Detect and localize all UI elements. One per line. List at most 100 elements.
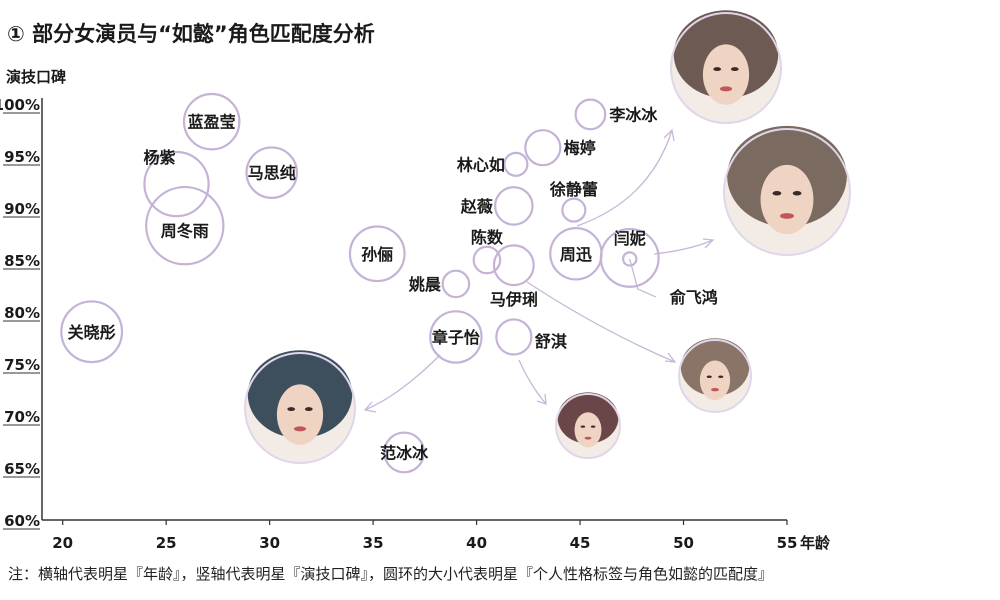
- data-bubbles: [60, 92, 660, 474]
- x-tick-label: 20: [52, 534, 73, 552]
- arrow: [576, 129, 673, 227]
- bubble-梅婷: [524, 129, 562, 167]
- arrow: [518, 359, 547, 405]
- photo-lips: [780, 213, 794, 219]
- label-林心如: 林心如: [457, 155, 505, 174]
- bubble-孙俪: [348, 225, 406, 283]
- label-舒淇: 舒淇: [535, 332, 567, 351]
- photo-eye: [590, 425, 596, 428]
- x-tick-label: 55: [777, 534, 798, 552]
- arrow-head: [536, 393, 547, 405]
- label-杨紫: 杨紫: [144, 148, 176, 167]
- photo-lips: [711, 388, 719, 392]
- bubble-赵薇: [494, 186, 534, 226]
- label-梅婷: 梅婷: [564, 139, 596, 158]
- chart-note: 注：横轴代表明星『年龄』，竖轴代表明星『演技口碑』，圆环的大小代表明星『个人性格…: [8, 565, 774, 583]
- bubble-蓝盈莹: [182, 92, 241, 151]
- data-labels: 李冰冰蓝盈莹梅婷林心如杨紫马思纯徐静蕾赵薇周冬雨孙俪陈数周迅闫妮马伊琍姚晨俞飞鸿…: [68, 105, 718, 462]
- arrow: [364, 354, 441, 411]
- photo-eye: [792, 191, 802, 196]
- photo-eye: [580, 425, 586, 428]
- bubble-俞飞鸿: [622, 251, 638, 267]
- y-tick-label: 65%: [4, 460, 40, 478]
- photo-lips: [719, 86, 733, 92]
- label-周冬雨: 周冬雨: [161, 222, 209, 241]
- y-tick-label: 80%: [4, 304, 40, 322]
- x-tick-label: 50: [673, 534, 694, 552]
- bubble-杨紫: [143, 150, 210, 218]
- photo-face: [760, 164, 814, 235]
- bubble-李冰冰: [574, 98, 607, 131]
- arrow-head: [663, 128, 675, 142]
- bubble-闫妮: [599, 227, 660, 288]
- photo-ring: [670, 12, 782, 124]
- x-tick-label: 25: [156, 534, 177, 552]
- photo-eye: [287, 407, 296, 412]
- photo-俞飞鸿: [678, 338, 752, 413]
- label-赵薇: 赵薇: [460, 197, 493, 216]
- photo-eye: [730, 67, 739, 72]
- arrow-head: [363, 401, 377, 413]
- photo-闫妮: [723, 125, 851, 256]
- bubble-徐静蕾: [561, 197, 587, 223]
- arrow-head: [702, 238, 715, 249]
- photo-李冰冰: [670, 10, 782, 124]
- label-蓝盈莹: 蓝盈莹: [188, 113, 236, 132]
- x-tick-label: 40: [466, 534, 487, 552]
- label-徐静蕾: 徐静蕾: [549, 180, 598, 199]
- y-tick-label: 70%: [4, 408, 40, 426]
- label-周迅: 周迅: [560, 245, 592, 264]
- photo-lips: [293, 426, 307, 432]
- label-闫妮: 闫妮: [614, 229, 646, 248]
- arrow: [653, 239, 714, 255]
- label-马思纯: 马思纯: [248, 164, 296, 183]
- x-axis-title: 年龄: [800, 534, 831, 552]
- bubble-姚晨: [441, 269, 471, 299]
- bubble-范冰冰: [383, 431, 426, 474]
- photo-ring: [244, 352, 356, 464]
- photo-face: [699, 360, 731, 401]
- label-李冰冰: 李冰冰: [608, 105, 658, 124]
- chart-title: ① 部分女演员与“如懿”角色匹配度分析: [7, 22, 375, 46]
- photo-ring: [678, 339, 752, 413]
- label-陈数: 陈数: [471, 228, 504, 247]
- arrow-head: [664, 352, 677, 363]
- x-tick-label: 45: [570, 534, 591, 552]
- photo-章子怡: [244, 350, 356, 464]
- photo-舒淇: [555, 392, 621, 459]
- bubble-关晓彤: [60, 300, 124, 364]
- bubble-陈数: [472, 245, 502, 275]
- label-范冰冰: 范冰冰: [380, 443, 429, 462]
- photo-ring: [555, 393, 621, 459]
- label-关晓彤: 关晓彤: [68, 323, 116, 342]
- label-章子怡: 章子怡: [432, 328, 480, 347]
- x-tick-label: 35: [363, 534, 384, 552]
- photo-eye: [304, 407, 313, 412]
- photo-face: [574, 412, 602, 448]
- label-孙俪: 孙俪: [361, 245, 393, 264]
- portrait-photos: [244, 10, 851, 464]
- y-tick-label: 60%: [4, 512, 40, 530]
- label-姚晨: 姚晨: [408, 275, 442, 294]
- y-tick-label: 85%: [4, 252, 40, 270]
- bubble-马思纯: [245, 146, 299, 199]
- photo-face: [276, 384, 324, 445]
- bubble-章子怡: [429, 310, 483, 364]
- photo-lips: [584, 436, 592, 440]
- photo-eye: [772, 191, 782, 196]
- bubble-林心如: [503, 151, 529, 177]
- photo-eye: [713, 67, 722, 72]
- photo-eye: [718, 375, 724, 378]
- arrow: [526, 281, 676, 363]
- leader-line: [629, 258, 656, 298]
- photo-face: [702, 44, 750, 105]
- bubble-周冬雨: [145, 185, 225, 266]
- y-tick-label: 95%: [4, 148, 40, 166]
- y-tick-label: 90%: [4, 200, 40, 218]
- photo-eye: [706, 375, 712, 378]
- x-tick-label: 30: [259, 534, 280, 552]
- photo-ring: [723, 128, 851, 256]
- y-tick-label: 100%: [0, 96, 40, 114]
